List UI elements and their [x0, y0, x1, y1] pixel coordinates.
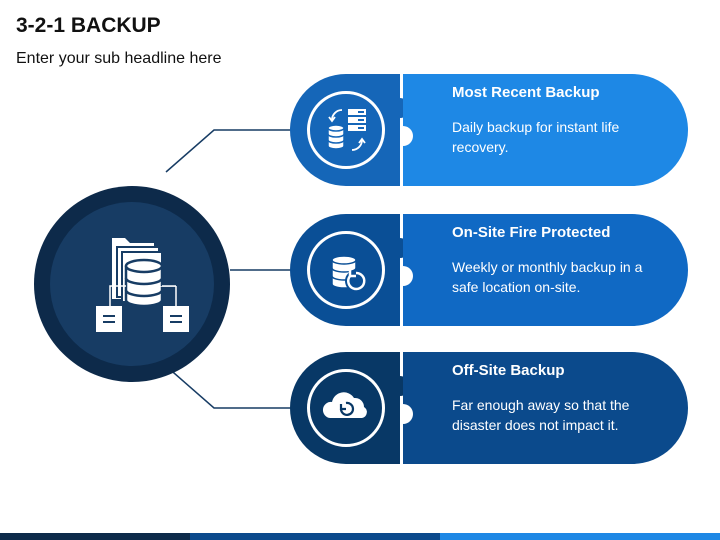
- card-icon-ring: [307, 369, 385, 447]
- central-hub: [34, 186, 230, 382]
- central-hub-inner: [50, 202, 214, 366]
- card-most-recent-backup: Most Recent Backup Daily backup for inst…: [290, 74, 688, 186]
- card-title: Most Recent Backup: [452, 84, 600, 101]
- page-subtitle: Enter your sub headline here: [16, 50, 222, 67]
- page-title: 3-2-1 BACKUP: [16, 14, 161, 37]
- database-restore-icon: [331, 255, 367, 292]
- connector-line-bottom: [165, 365, 294, 409]
- card-icon-ring: [307, 231, 385, 309]
- card-off-site-backup: Off-Site Backup Far enough away so that …: [290, 352, 688, 464]
- card-description: Daily backup for instant life recovery.: [452, 119, 620, 155]
- card-title: Off-Site Backup: [452, 362, 565, 379]
- card-title: On-Site Fire Protected: [452, 224, 611, 241]
- cloud-sync-icon: [322, 392, 367, 418]
- card-description: Weekly or monthly backup in a safe locat…: [452, 259, 643, 295]
- server-database-sync-icon: [327, 109, 366, 151]
- folder-database-network-icon: [96, 238, 176, 332]
- document-icon-right: [160, 286, 189, 332]
- connector-line-top: [165, 129, 294, 173]
- card-description: Far enough away so that the disaster doe…: [452, 397, 630, 433]
- bottom-color-bar: [0, 533, 720, 540]
- card-icon-ring: [307, 91, 385, 169]
- card-on-site-fire-protected: On-Site Fire Protected Weekly or monthly…: [290, 214, 688, 326]
